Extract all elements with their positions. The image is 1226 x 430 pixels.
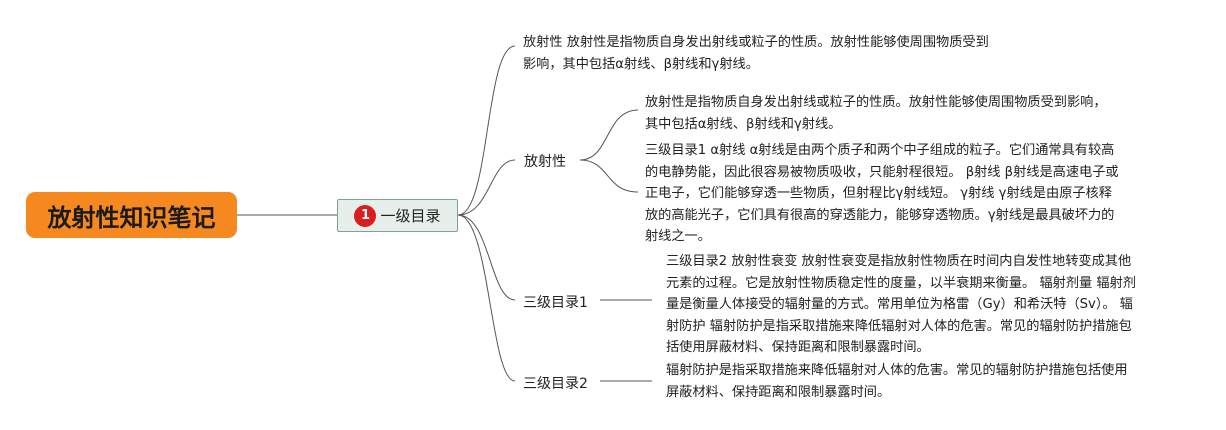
node-fangshexing[interactable]: 放射性 [524,154,566,170]
connector-level1-level3-2 [457,214,516,382]
node-fangshexing-child2[interactable]: 三级目录1 α射线 α射线是由两个质子和两个中子组成的粒子。它们通常具有较高 的… [645,140,1119,248]
text-line: 影响，其中包括α射线、β射线和γ射线。 [523,56,759,72]
node-fangshexing-child1[interactable]: 放射性是指物质自身发出射线或粒子的性质。放射性能够使周围物质受到影响， 其中包括… [645,92,1107,135]
text-line: 的电静势能，因此很容易被物质吸收，只能射程很短。 β射线 β射线是高速电子或 [645,164,1119,180]
connector-fangshexing-child1 [579,109,639,161]
connector-level1-fangshexing [457,159,516,216]
text-line: 放射性 放射性是指物质自身发出射线或粒子的性质。放射性能够使周围物质受到 [523,35,989,50]
text-line: 括使用屏蔽材料、保持距离和限制暴露时间。 [666,340,930,355]
text-line: 放射性是指物质自身发出射线或粒子的性质。放射性能够使周围物质受到影响， [645,95,1107,110]
node-level3-1[interactable]: 三级目录1 [523,295,588,311]
level1-node[interactable]: 1 一级目录 [337,199,458,232]
text-line: 正电子，它们能够穿透一些物质，但射程比γ射线短。 γ射线 γ射线是由原子核释 [645,186,1112,201]
text-line: 辐射防护是指采取措施来降低辐射对人体的危害。常见的辐射防护措施包括使用 [666,363,1128,378]
node-level3-2-child[interactable]: 辐射防护是指采取措施来降低辐射对人体的危害。常见的辐射防护措施包括使用 屏蔽材料… [666,360,1128,403]
node-level3-1-child[interactable]: 三级目录2 放射性衰变 放射性衰变是指放射性物质在时间内自发性地转变成其他 元素… [666,251,1136,359]
root-node[interactable]: 放射性知识笔记 [26,192,237,238]
text-line: 三级目录2 放射性衰变 放射性衰变是指放射性物质在时间内自发性地转变成其他 [666,254,1132,269]
root-title: 放射性知识笔记 [47,203,216,232]
text-line: 三级目录1 α射线 α射线是由两个质子和两个中子组成的粒子。它们通常具有较高 [645,143,1115,158]
text-line: 放的高能光子，它们具有很高的穿透能力，能够穿透物质。γ射线是最具破坏力的 [645,207,1115,223]
text-line: 量是衡量人体接受的辐射量的方式。常用单位为格雷（Gy）和希沃特（Sv）。 辐 [666,297,1133,312]
node-top-text[interactable]: 放射性 放射性是指物质自身发出射线或粒子的性质。放射性能够使周围物质受到 影响，… [523,32,989,75]
connector-level1-level3-1 [457,214,516,301]
connector-fangshexing-child2 [579,159,639,193]
text-line: 射线之一。 [645,229,711,244]
node-level3-2[interactable]: 三级目录2 [523,376,588,392]
priority-badge: 1 [354,204,377,227]
text-line: 其中包括α射线、β射线和γ射线。 [645,116,842,132]
text-line: 射防护 辐射防护是指采取措施来降低辐射对人体的危害。常见的辐射防护措施包 [666,318,1132,334]
connector-level1-top [457,45,516,216]
text-line: 屏蔽材料、保持距离和限制暴露时间。 [666,384,891,400]
text-line: 元素的过程。它是放射性物质稳定性的度量，以半衰期来衡量。 辐射剂量 辐射剂 [666,275,1136,291]
level1-label: 一级目录 [380,207,441,225]
